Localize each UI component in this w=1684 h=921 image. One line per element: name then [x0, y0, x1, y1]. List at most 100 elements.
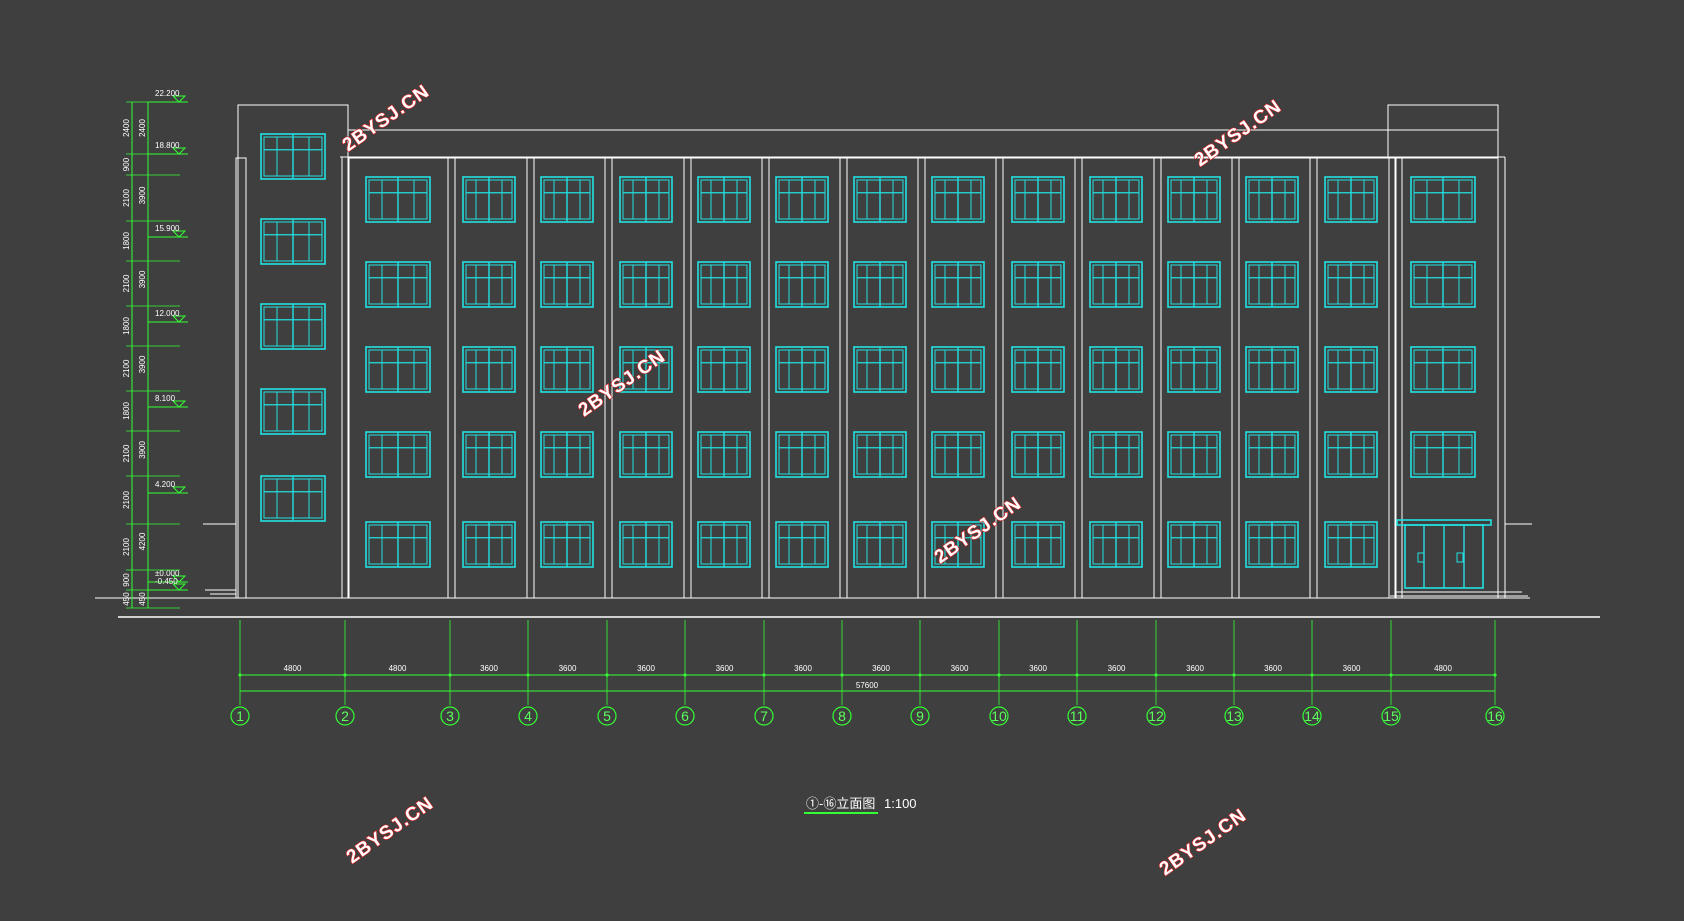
window: [619, 431, 673, 478]
bay-dimension-label: 3600: [637, 664, 655, 673]
dim-vertical-outer: 2100: [122, 359, 131, 377]
stair-window: [260, 133, 326, 180]
watermark: 2BYSJ.CN: [575, 346, 670, 421]
bay-dimension-label: 3600: [1108, 664, 1126, 673]
dim-tick-dot: [343, 673, 347, 677]
dim-vertical-outer: 2100: [122, 189, 131, 207]
watermark: 2BYSJ.CN: [343, 793, 438, 868]
axis-label: 2: [341, 708, 349, 724]
window: [1410, 261, 1476, 308]
window: [1324, 176, 1378, 223]
window: [1245, 521, 1299, 568]
window: [1089, 346, 1143, 393]
axis-bubble: [1302, 706, 1322, 726]
bay-dimension-label: 4800: [284, 664, 302, 673]
window: [697, 346, 751, 393]
window: [619, 261, 673, 308]
window: [540, 261, 594, 308]
dim-vertical-inner: 3900: [138, 186, 147, 204]
dim-vertical-inner: 450: [138, 592, 147, 606]
window: [931, 261, 985, 308]
axis-bubble: [1381, 706, 1401, 726]
elevation-triangle: [172, 95, 187, 103]
bay-dimension-label: 3600: [480, 664, 498, 673]
axis-bubble: [440, 706, 460, 726]
window: [1167, 521, 1221, 568]
window: [697, 521, 751, 568]
window: [697, 261, 751, 308]
window: [775, 521, 829, 568]
axis-label: 4: [524, 708, 532, 724]
axis-label: 16: [1487, 708, 1503, 724]
window: [540, 346, 594, 393]
axis-label: 8: [838, 708, 846, 724]
window: [697, 176, 751, 223]
drawing-scale: 1:100: [884, 796, 917, 811]
window: [1245, 346, 1299, 393]
dim-tick-dot: [448, 673, 452, 677]
axis-bubble: [910, 706, 930, 726]
dim-tick-dot: [1389, 673, 1393, 677]
dim-vertical-outer: 900: [122, 157, 131, 171]
axis-label: 10: [991, 708, 1007, 724]
axis-bubble: [1146, 706, 1166, 726]
stair-window: [260, 475, 326, 522]
bay-dimension-label: 4800: [1434, 664, 1452, 673]
window: [462, 176, 516, 223]
window: [1089, 431, 1143, 478]
window: [853, 431, 907, 478]
axis-bubble: [230, 706, 250, 726]
window: [1011, 431, 1065, 478]
dim-vertical-outer: 900: [122, 573, 131, 587]
total-length-label: 57600: [856, 681, 879, 690]
window: [1245, 176, 1299, 223]
window: [462, 346, 516, 393]
window: [540, 176, 594, 223]
roof-parapet: [347, 129, 1499, 159]
dim-tick-dot: [762, 673, 766, 677]
elevation-triangle: [172, 230, 187, 238]
window: [1089, 521, 1143, 568]
axis-bubble: [1067, 706, 1087, 726]
window: [1011, 176, 1065, 223]
right-stair-parapet: [1387, 104, 1499, 158]
window: [1011, 346, 1065, 393]
bay-dimension-label: 3600: [1264, 664, 1282, 673]
axis-bubble: [597, 706, 617, 726]
dim-vertical-outer: 2100: [122, 491, 131, 509]
watermark: 2BYSJ.CN: [1156, 805, 1251, 880]
window: [365, 431, 431, 478]
window: [1167, 261, 1221, 308]
elevation-mark-label: 4.200: [155, 480, 176, 489]
window: [931, 346, 985, 393]
bay-dimension-label: 3600: [1186, 664, 1204, 673]
window: [365, 346, 431, 393]
dim-vertical-outer: 2100: [122, 444, 131, 462]
window: [619, 521, 673, 568]
window: [1167, 431, 1221, 478]
door-handle: [1456, 552, 1464, 563]
axis-label: 12: [1148, 708, 1164, 724]
window: [619, 176, 673, 223]
dim-vertical-inner: 4200: [138, 532, 147, 550]
elevation-triangle: [172, 583, 187, 591]
axis-bubble: [335, 706, 355, 726]
bay-dimension-label: 3600: [1343, 664, 1361, 673]
window: [775, 261, 829, 308]
dim-tick-dot: [1154, 673, 1158, 677]
dim-tick-dot: [1075, 673, 1079, 677]
left-stair-tower: [237, 104, 349, 599]
stair-window: [260, 218, 326, 265]
dim-tick-dot: [526, 673, 530, 677]
dim-vertical-outer: 2400: [122, 119, 131, 137]
stair-window: [260, 303, 326, 350]
entrance-door: [1396, 519, 1492, 589]
dim-tick-dot: [238, 673, 242, 677]
window: [365, 261, 431, 308]
window: [1410, 431, 1476, 478]
dim-vertical-outer: 1800: [122, 232, 131, 250]
elevation-mark-label: ±0.000: [155, 569, 180, 578]
window: [775, 176, 829, 223]
window: [1245, 431, 1299, 478]
